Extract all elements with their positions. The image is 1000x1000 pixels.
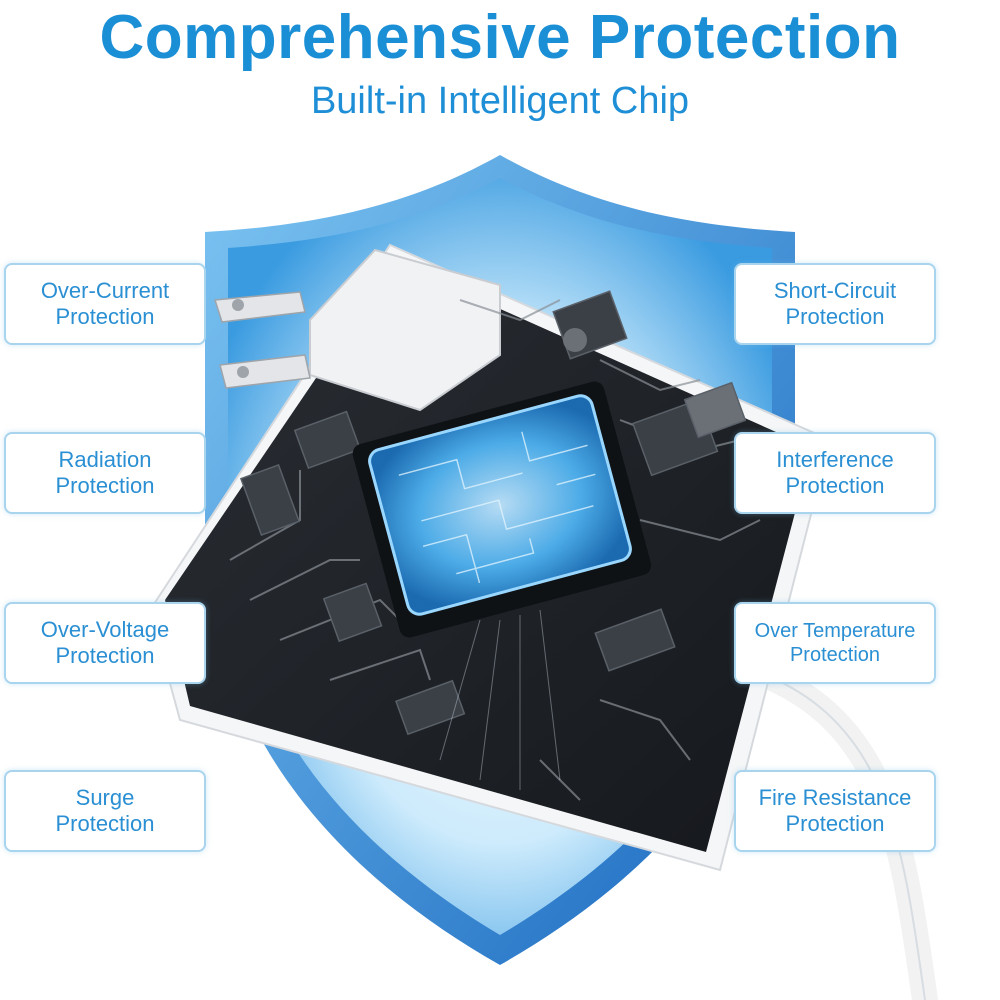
feature-over-temperature: Over Temperature Protection [734,602,936,684]
chip-icon [352,381,652,638]
page-subtitle: Built-in Intelligent Chip [310,80,690,122]
feature-label-line1: Over-Current [40,278,170,303]
feature-label-line2: Protection [785,304,885,329]
feature-label-line2: Protection [789,644,881,666]
feature-label-line2: Protection [55,811,155,836]
feature-label-line2: Protection [55,643,155,668]
feature-label-line2: Protection [55,473,155,498]
feature-label-line2: Protection [785,473,885,498]
feature-label-line1: Interference [776,447,894,472]
feature-over-current: Over-Current Protection [4,263,206,345]
feature-short-circuit: Short-Circuit Protection [734,263,936,345]
feature-surge: Surge Protection [4,770,206,852]
feature-label-line1: Fire Resistance [758,785,912,810]
feature-interference: Interference Protection [734,432,936,514]
feature-label-line2: Protection [785,811,885,836]
feature-label-line1: Short-Circuit [773,278,897,303]
feature-label-line1: Over-Voltage [40,617,170,642]
feature-fire-resistance: Fire Resistance Protection [734,770,936,852]
page-title: Comprehensive Protection [99,3,901,72]
feature-label-line1: Over Temperature [754,620,916,642]
feature-label-line1: Surge [75,785,135,810]
charger-illustration [148,243,832,872]
feature-label-line2: Protection [55,304,155,329]
feature-over-voltage: Over-Voltage Protection [4,602,206,684]
feature-label-line1: Radiation [58,447,152,472]
feature-radiation: Radiation Protection [4,432,206,514]
